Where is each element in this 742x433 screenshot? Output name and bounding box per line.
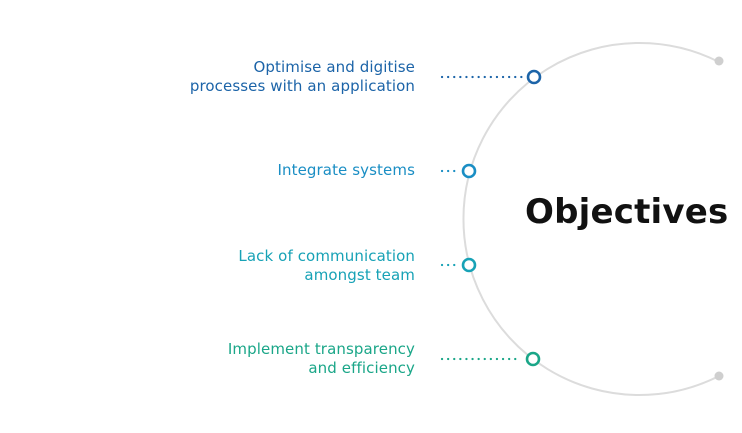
objective-4-line-2: and efficiency — [308, 359, 415, 377]
objective-3-line-2: amongst team — [304, 266, 415, 284]
objective-1-line-2: processes with an application — [189, 77, 415, 95]
objective-3-label: Lack of communication amongst team — [238, 247, 415, 285]
node-3 — [461, 257, 477, 273]
node-2 — [461, 163, 477, 179]
objective-2-line-1: Integrate systems — [277, 161, 415, 179]
node-4 — [525, 351, 541, 367]
objective-3-line-1: Lack of communication — [238, 247, 415, 265]
objective-4-label: Implement transparency and efficiency — [228, 340, 415, 378]
node-1 — [526, 69, 542, 85]
objective-1-line-1: Optimise and digitise — [253, 58, 415, 76]
arc-end-dot-top — [714, 56, 724, 66]
objectives-title: Objectives — [525, 192, 729, 232]
arc — [462, 42, 720, 396]
objective-1-label: Optimise and digitise processes with an … — [190, 58, 415, 96]
objective-4-line-1: Implement transparency — [227, 340, 415, 358]
arc-end-dot-bottom — [714, 371, 724, 381]
objective-2-label: Integrate systems — [277, 161, 415, 180]
